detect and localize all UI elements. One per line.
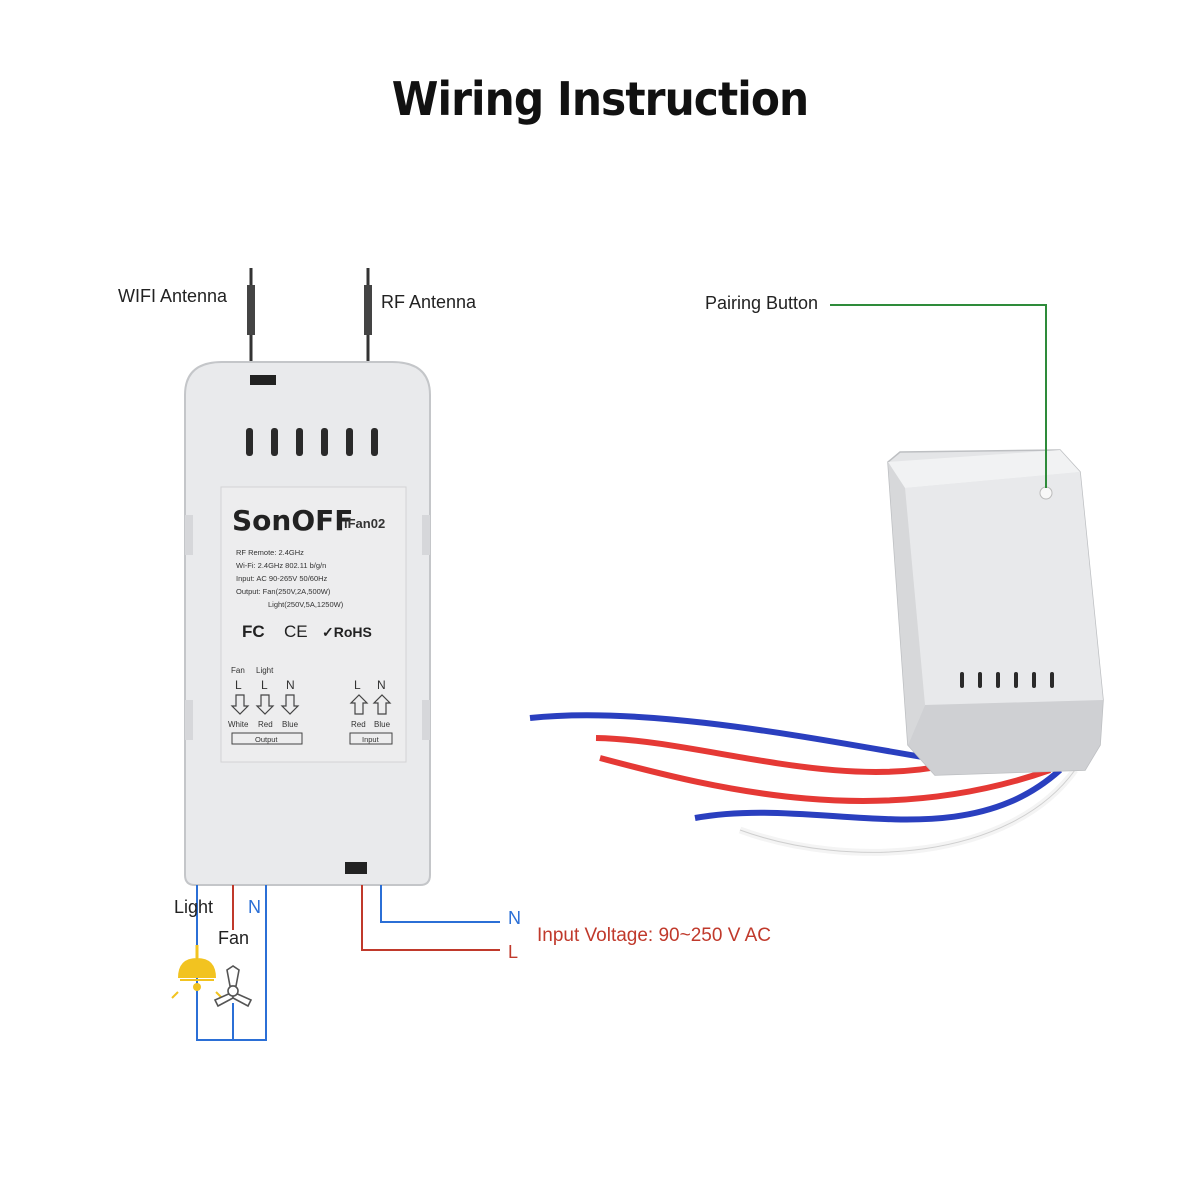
pairing-button-label: Pairing Button — [705, 293, 819, 313]
neutral-label-left: N — [248, 897, 261, 917]
terminal-color: White — [228, 720, 249, 729]
input-wiring — [361, 885, 500, 951]
input-label: Input — [362, 735, 380, 744]
terminal-color: Blue — [282, 720, 299, 729]
terminal-header: Fan — [231, 666, 245, 675]
brand-text: SonOFF — [232, 504, 353, 537]
wifi-antenna-label: WIFI Antenna — [118, 286, 228, 306]
wifi-antenna — [247, 268, 255, 365]
input-n-label: N — [508, 908, 521, 928]
fan-icon — [213, 965, 253, 1008]
terminal-letter: N — [377, 678, 386, 692]
cert-rohs: ✓RoHS — [322, 624, 372, 640]
cert-ce: CE — [284, 622, 308, 641]
spec-line: RF Remote: 2.4GHz — [236, 548, 304, 557]
spec-line: Output: Fan(250V,2A,500W) — [236, 587, 331, 596]
terminal-letter: N — [286, 678, 295, 692]
terminal-color: Red — [258, 720, 273, 729]
model-text: iFan02 — [344, 516, 385, 531]
input-voltage-label: Input Voltage: 90~250 V AC — [537, 925, 771, 946]
output-label: Output — [255, 735, 278, 744]
light-label: Light — [174, 897, 214, 917]
terminal-color: Blue — [374, 720, 391, 729]
ifan02-device-photo — [529, 449, 1104, 856]
light-bulb-icon — [171, 945, 223, 999]
output-arrows — [230, 694, 300, 715]
device-label: SonOFF iFan02 RF Remote: 2.4GHz Wi-Fi: 2… — [228, 504, 393, 745]
input-arrows — [349, 694, 392, 715]
spec-line: Light(250V,5A,1250W) — [268, 600, 344, 609]
vent-slots-left — [246, 428, 378, 456]
input-l-label: L — [508, 942, 519, 962]
diagram-title: Wiring Instruction — [391, 72, 809, 126]
pairing-button-leader — [830, 304, 1047, 488]
rf-antenna — [364, 268, 372, 365]
terminal-letter: L — [261, 678, 268, 692]
rf-antenna-label: RF Antenna — [381, 292, 477, 312]
terminal-header: Light — [256, 666, 274, 675]
fan-label: Fan — [218, 928, 250, 948]
terminal-letter: L — [354, 678, 361, 692]
cert-fcc: FC — [242, 622, 265, 641]
terminal-color: Red — [351, 720, 366, 729]
vent-slots-right — [960, 672, 1054, 688]
terminal-letter: L — [235, 678, 242, 692]
spec-line: Input: AC 90-265V 50/60Hz — [236, 574, 328, 583]
spec-line: Wi-Fi: 2.4GHz 802.11 b/g/n — [236, 561, 326, 570]
ifan02-device — [184, 361, 431, 886]
